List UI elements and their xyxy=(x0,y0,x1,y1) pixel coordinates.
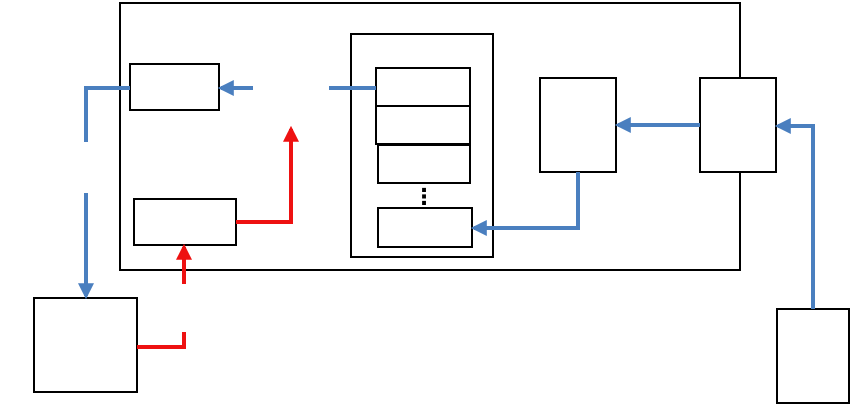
stack-item-1-box xyxy=(375,67,471,107)
red-line-external-box-segment xyxy=(137,332,186,349)
blue-flow-group xyxy=(78,80,815,309)
blue-line-top-left-box-segment xyxy=(84,86,130,142)
top-left-inner-box xyxy=(129,63,220,111)
right-inner-box xyxy=(699,77,777,173)
bottom-left-inner-box xyxy=(133,198,237,246)
stack-ellipsis: ⋮ xyxy=(413,185,435,210)
middle-right-inner-box xyxy=(539,77,617,173)
bottom-right-external-box xyxy=(776,308,850,404)
stack-item-2-box xyxy=(375,105,471,145)
stack-container-box xyxy=(350,33,494,258)
red-flow-group xyxy=(137,125,299,349)
red-arrow-bottom-left-box-upward xyxy=(236,125,299,224)
bottom-left-external-box xyxy=(33,297,138,393)
blue-arrow-middle-box-to-stack-last xyxy=(470,172,580,236)
blue-arrow-external-to-right-box xyxy=(774,118,815,309)
stack-item-last-box xyxy=(377,207,473,248)
stack-item-3-box xyxy=(377,144,471,184)
